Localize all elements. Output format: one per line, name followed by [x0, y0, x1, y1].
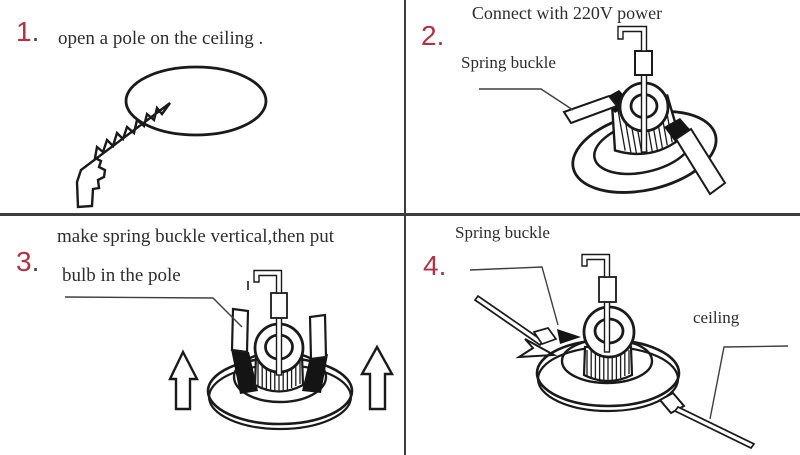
driver-box: [598, 276, 617, 303]
spring-buckle-rod: [473, 294, 545, 347]
ceiling-panel-edge: [673, 405, 756, 450]
saw-and-hole-illustration: [75, 65, 268, 209]
step-3-caption-line1: make spring buckle vertical,then put: [57, 226, 334, 247]
spring-buckle-leader-line: [469, 266, 559, 326]
ceiling-label: ceiling: [693, 308, 740, 327]
black-arrowhead: [557, 329, 581, 344]
up-arrow-left: [168, 349, 199, 411]
step-2-number: 2.: [421, 20, 445, 51]
step-3-number: 3.: [16, 246, 40, 277]
step-1-panel: 1. open a pole on the ceiling .: [0, 0, 405, 214]
vertical-divider: [404, 0, 406, 455]
step-2-panel: Connect with 220V power 2. Spring buckle: [407, 0, 800, 214]
downlight-front-illustration: [64, 269, 395, 431]
saw-icon: [75, 102, 171, 209]
spring-buckle-label: Spring buckle: [455, 223, 550, 242]
power-plug-bend: [581, 253, 611, 278]
spring-buckle-left-vertical: [230, 307, 250, 354]
spring-buckle-left-blade: [562, 94, 619, 125]
spring-buckle-right-base: [302, 354, 328, 393]
step-1-number: 1.: [16, 16, 40, 47]
step-1-caption: open a pole on the ceiling .: [58, 28, 264, 49]
spring-buckle-leader-line: [479, 88, 574, 111]
installed-downlight-illustration: [469, 253, 789, 450]
step-3-caption-line2: bulb in the pole: [62, 265, 181, 286]
spring-buckle-right-blade: [674, 127, 727, 196]
ceiling-leader-line: [709, 345, 789, 420]
horizontal-divider: [0, 213, 800, 216]
step-2-caption: Connect with 220V power: [471, 3, 663, 23]
spring-buckle-right-vertical: [308, 313, 328, 361]
power-plug-bend: [617, 25, 648, 52]
heatsink-fins: [586, 350, 630, 381]
power-wire: [640, 73, 648, 153]
power-wire: [603, 301, 611, 353]
step-4-number: 4.: [423, 250, 447, 281]
rod-blade-tip: [532, 327, 558, 346]
step-3-panel: 3. make spring buckle vertical,then put …: [0, 217, 405, 455]
downlight-tilted-illustration: [479, 25, 727, 196]
power-plug-bend: [253, 269, 283, 294]
driver-box: [634, 50, 653, 76]
up-arrow-right: [359, 344, 395, 411]
heatsink-fins: [257, 358, 301, 392]
spring-buckle-left-base: [231, 349, 258, 394]
power-wire: [275, 317, 283, 376]
driver-box: [270, 292, 288, 319]
spring-buckle-label: Spring buckle: [461, 53, 556, 72]
step-4-panel: Spring buckle 4. ceiling: [407, 217, 800, 455]
buckle-leader-line: [64, 296, 243, 328]
ceiling-hole-ellipse: [124, 65, 268, 137]
open-arrowhead: [515, 338, 558, 359]
